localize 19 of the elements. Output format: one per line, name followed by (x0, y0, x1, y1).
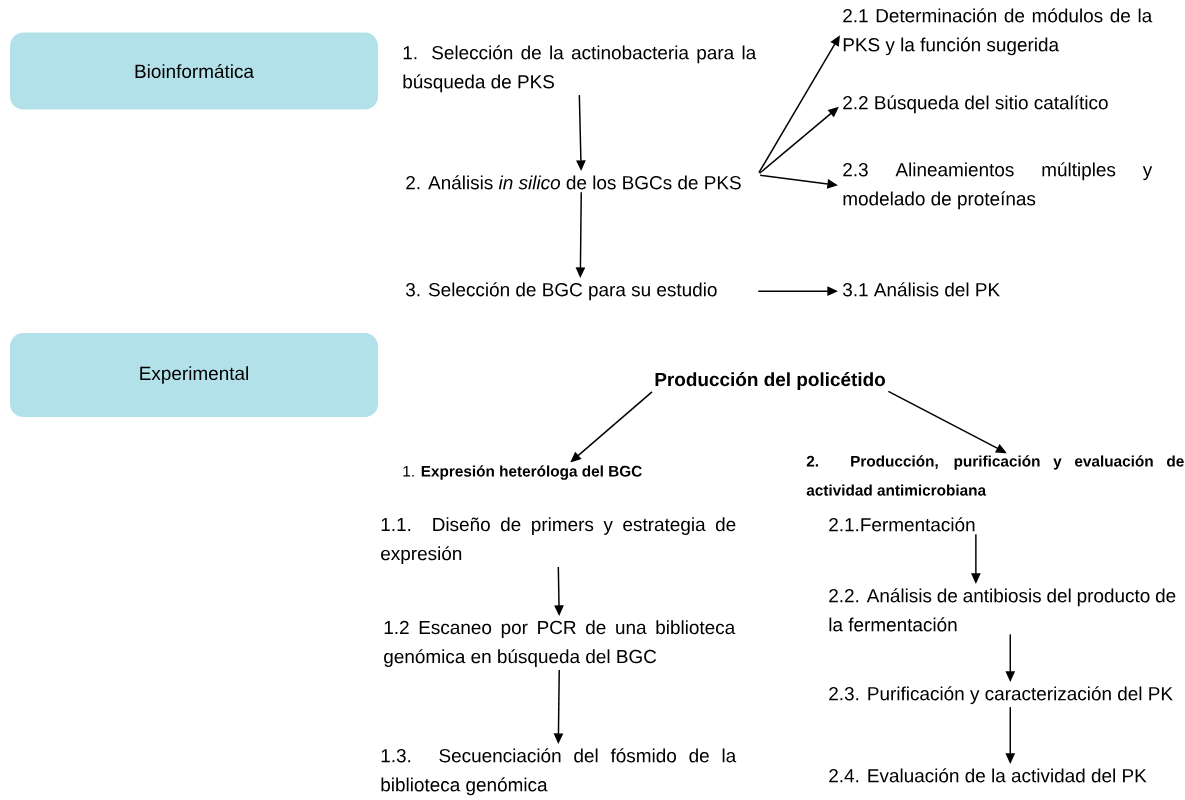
step-text: 2.3. Purificación y caracterización del PK (829, 686, 1173, 705)
step-text: 2.1.Fermentación (829, 517, 975, 532)
step-text: 2.1 Determinación de módulos de la PKS y la función sugerida (843, 8, 1153, 56)
heading-text: 2. Producción, purificación y evaluación de actividad antimicrobiana (806, 455, 1184, 496)
heading-text: Producción del policétido (655, 372, 885, 390)
step-text: 1.2 Escaneo por PCR de una biblioteca genómica en búsqueda del BGC (384, 620, 736, 667)
category-box: Experimental (10, 333, 378, 417)
heading-text: 1. Expresión heteróloga del BGC (403, 465, 642, 480)
step-text: 3. Selección de BGC para su estudio (406, 282, 717, 301)
category-box: Bioinformática (10, 32, 378, 110)
step-text: 2.3 Alineamientos múltiples y modelado de proteínas (843, 162, 1153, 210)
step-text: 3.1 Análisis del PK (843, 282, 1000, 297)
step-text: 1.3. Secuenciación del fósmido de la biblioteca genómica (381, 748, 737, 796)
step-text: 2.2 Búsqueda del sitio catalítico (843, 95, 1108, 114)
step-text: 2.4. Evaluación de la actividad del PK (829, 768, 1147, 783)
step-text: 1.1. Diseño de primers y estrategia de expresión (381, 517, 736, 564)
step-text: 1. Selección de la actinobacteria para la búsqueda de PKS (403, 45, 757, 93)
step-text: 2. Análisis in silico de los BGCs de PKS (406, 175, 741, 190)
step-text: 2.2. Análisis de antibiosis del producto de la fermentación (829, 588, 1176, 632)
